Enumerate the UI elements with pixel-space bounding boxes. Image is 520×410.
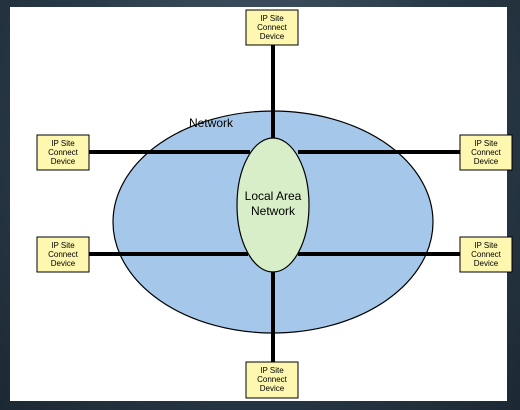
lan-label-line2: Network (251, 204, 296, 218)
connection-lines (89, 45, 460, 362)
device-box-left-upper: IP Site Connect Device (36, 134, 90, 171)
device-box-top: IP Site Connect Device (245, 9, 299, 46)
device-label-line1: IP Site (474, 241, 498, 250)
device-label-line3: Device (474, 259, 499, 268)
device-label-line2: Connect (471, 148, 502, 157)
device-label-line2: Connect (257, 375, 288, 384)
lan-label-line1: Local Area (245, 189, 302, 203)
device-label-line1: IP Site (260, 366, 284, 375)
device-label-line3: Device (474, 157, 499, 166)
device-box-right-lower: IP Site Connect Device (459, 236, 513, 273)
lan-ellipse (236, 137, 310, 273)
device-label-line2: Connect (48, 148, 79, 157)
device-label-line3: Device (51, 157, 76, 166)
network-label: Network (189, 116, 234, 130)
device-box-left-lower: IP Site Connect Device (36, 236, 90, 273)
device-label-line1: IP Site (51, 139, 75, 148)
device-box-bottom: IP Site Connect Device (245, 361, 299, 399)
device-label-line3: Device (51, 259, 76, 268)
device-box-right-upper: IP Site Connect Device (459, 134, 513, 171)
device-label-line2: Connect (257, 23, 288, 32)
device-label-line1: IP Site (260, 14, 284, 23)
device-label-line2: Connect (471, 250, 502, 259)
device-label-line1: IP Site (51, 241, 75, 250)
device-label-line3: Device (260, 384, 285, 393)
device-label-line2: Connect (48, 250, 79, 259)
device-label-line1: IP Site (474, 139, 498, 148)
device-label-line3: Device (260, 32, 285, 41)
